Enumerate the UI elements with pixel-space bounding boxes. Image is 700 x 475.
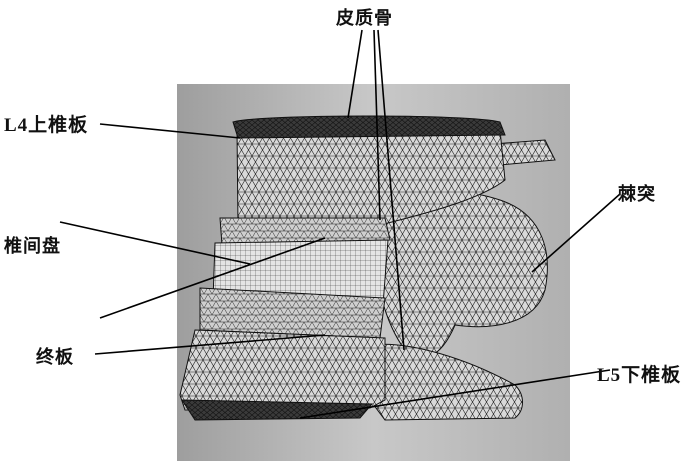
label-intervertebral-disc: 椎间盘 [4,236,61,257]
upper-endplate-band [219,217,391,246]
leader-intervertebral-disc-1 [59,221,251,265]
leader-lines [59,29,621,419]
l5-vertebral-body [179,329,386,411]
label-l4-upper-endplate: L4上椎板 [4,115,89,136]
l5-lower-endplate-mesh [181,399,374,421]
leader-l4-upper-endplate [99,123,241,139]
label-cortical-bone: 皮质骨 [336,8,393,29]
l4-upper-endplate-mesh [232,115,506,139]
label-endplate: 终板 [36,347,74,368]
leader-cortical-bone-1 [347,29,363,119]
label-l5-lower-endplate: L5下椎板 [597,365,682,386]
leader-cortical-bone-2 [373,29,381,221]
label-spinous-process: 棘突 [618,184,656,205]
leader-spinous-process [531,193,621,273]
leader-l5-lower-endplate [299,369,611,419]
leader-cortical-bone-3 [377,29,405,351]
leader-intervertebral-disc-2 [99,237,326,319]
leader-endplate [94,334,326,355]
